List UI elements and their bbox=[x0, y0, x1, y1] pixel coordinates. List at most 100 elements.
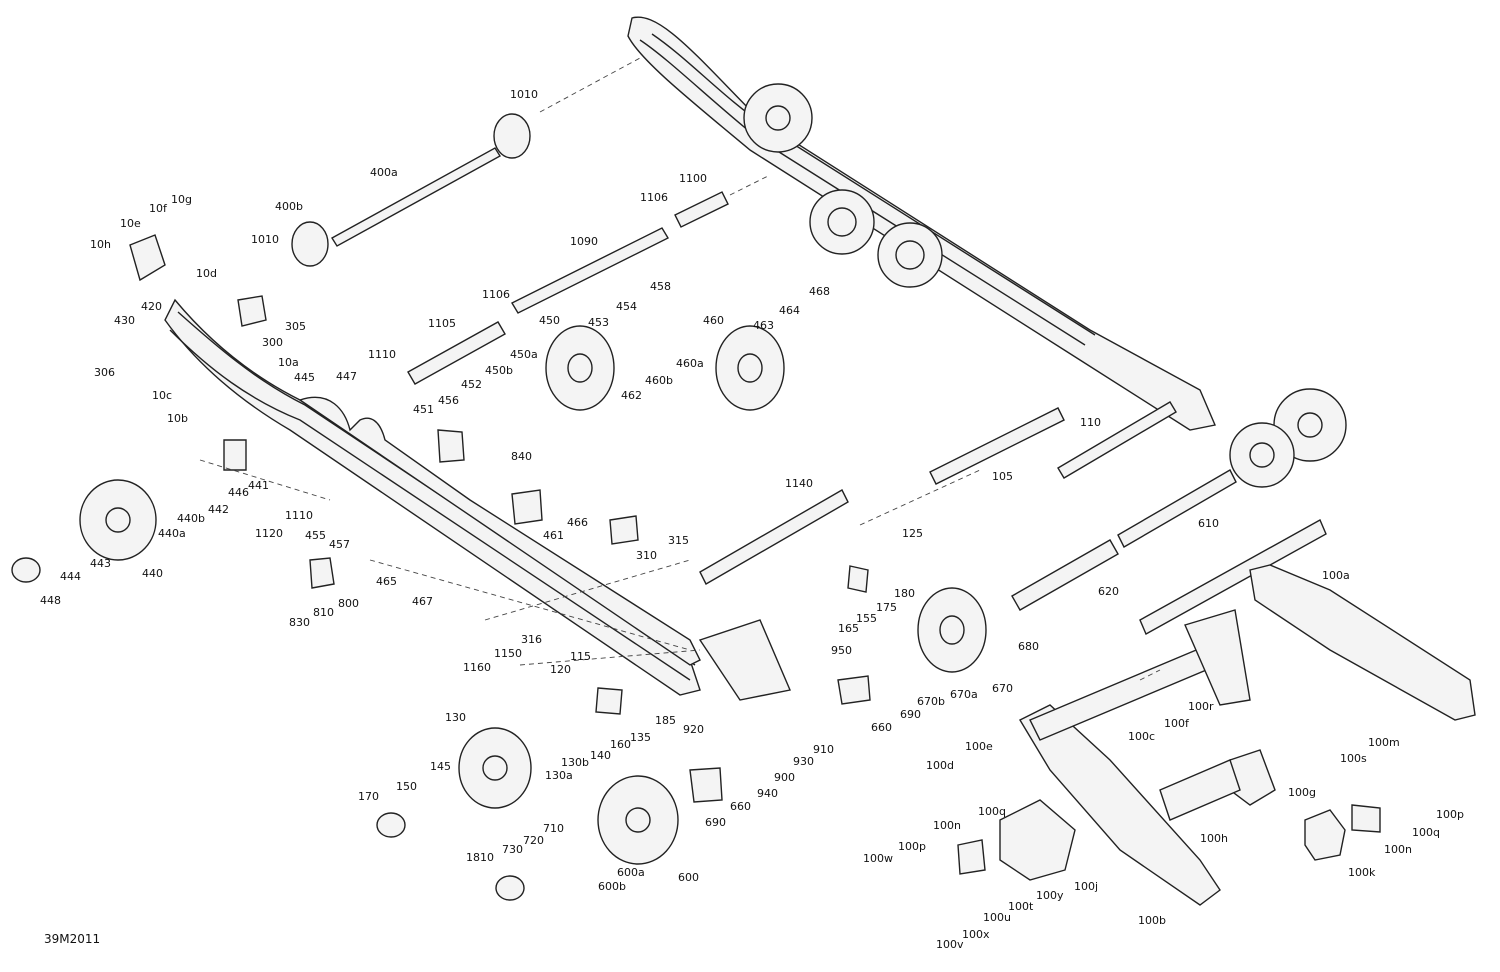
label-670b: 670b bbox=[917, 695, 945, 708]
label-462: 462 bbox=[621, 389, 642, 402]
label-100p-a: 100p bbox=[898, 840, 926, 853]
label-452: 452 bbox=[461, 378, 482, 391]
label-316: 316 bbox=[521, 633, 542, 646]
label-440a: 440a bbox=[158, 527, 186, 540]
label-458: 458 bbox=[650, 280, 671, 293]
shafts bbox=[331, 147, 1327, 635]
label-460b: 460b bbox=[645, 374, 673, 387]
label-1120: 1120 bbox=[255, 527, 283, 540]
label-450b: 450b bbox=[485, 364, 513, 377]
label-800: 800 bbox=[338, 597, 359, 610]
label-100c: 100c bbox=[1128, 730, 1155, 743]
label-446: 446 bbox=[228, 486, 249, 499]
label-100u: 100u bbox=[983, 911, 1011, 924]
label-400b: 400b bbox=[275, 200, 303, 213]
label-690-b: 690 bbox=[705, 816, 726, 829]
label-100q-b: 100q bbox=[1412, 826, 1440, 839]
label-600b: 600b bbox=[598, 880, 626, 893]
label-100x: 100x bbox=[962, 928, 990, 941]
label-100p-b: 100p bbox=[1436, 808, 1464, 821]
label-1100: 1100 bbox=[679, 172, 707, 185]
label-448: 448 bbox=[40, 594, 61, 607]
label-830: 830 bbox=[289, 616, 310, 629]
label-100h: 100h bbox=[1200, 832, 1228, 845]
label-10e: 10e bbox=[120, 217, 141, 230]
label-300: 300 bbox=[262, 336, 283, 349]
label-1160: 1160 bbox=[463, 661, 491, 674]
label-460: 460 bbox=[703, 314, 724, 327]
label-450: 450 bbox=[539, 314, 560, 327]
label-610: 610 bbox=[1198, 517, 1219, 530]
label-10a: 10a bbox=[278, 356, 299, 369]
label-180: 180 bbox=[894, 587, 915, 600]
label-100d: 100d bbox=[926, 759, 954, 772]
label-1150: 1150 bbox=[494, 647, 522, 660]
label-315: 315 bbox=[668, 534, 689, 547]
label-170: 170 bbox=[358, 790, 379, 803]
label-160: 160 bbox=[610, 738, 631, 751]
label-100n-b: 100n bbox=[1384, 843, 1412, 856]
label-1110-b: 1110 bbox=[285, 509, 313, 522]
label-920: 920 bbox=[683, 723, 704, 736]
label-100k: 100k bbox=[1348, 866, 1376, 879]
label-1106-a: 1106 bbox=[640, 191, 668, 204]
label-420: 420 bbox=[141, 300, 162, 313]
label-460a: 460a bbox=[676, 357, 704, 370]
label-155: 155 bbox=[856, 612, 877, 625]
label-463: 463 bbox=[753, 319, 774, 332]
label-1140: 1140 bbox=[785, 477, 813, 490]
label-454: 454 bbox=[616, 300, 637, 313]
label-10c: 10c bbox=[152, 389, 172, 402]
label-100j: 100j bbox=[1074, 880, 1098, 893]
label-440: 440 bbox=[142, 567, 163, 580]
label-130a: 130a bbox=[545, 769, 573, 782]
label-140: 140 bbox=[590, 749, 611, 762]
label-467: 467 bbox=[412, 595, 433, 608]
label-600: 600 bbox=[678, 871, 699, 884]
label-451: 451 bbox=[413, 403, 434, 416]
label-840: 840 bbox=[511, 450, 532, 463]
label-600a: 600a bbox=[617, 866, 645, 879]
label-680: 680 bbox=[1018, 640, 1039, 653]
label-1810: 1810 bbox=[466, 851, 494, 864]
label-10g: 10g bbox=[171, 193, 192, 206]
right-rail-wheels bbox=[743, 83, 1347, 488]
label-100v: 100v bbox=[936, 938, 964, 951]
label-105: 105 bbox=[992, 470, 1013, 483]
label-450a: 450a bbox=[510, 348, 538, 361]
label-620: 620 bbox=[1098, 585, 1119, 598]
label-465: 465 bbox=[376, 575, 397, 588]
label-457: 457 bbox=[329, 538, 350, 551]
diagram-reference-code: 39M2011 bbox=[44, 932, 100, 946]
label-135: 135 bbox=[630, 731, 651, 744]
label-453: 453 bbox=[588, 316, 609, 329]
label-1010-a: 1010 bbox=[510, 88, 538, 101]
label-100g: 100g bbox=[1288, 786, 1316, 799]
alignment-lines bbox=[199, 57, 1161, 681]
label-185: 185 bbox=[655, 714, 676, 727]
label-440b: 440b bbox=[177, 512, 205, 525]
label-910: 910 bbox=[813, 743, 834, 756]
small-hardware bbox=[11, 234, 1381, 901]
label-1010-b: 1010 bbox=[251, 233, 279, 246]
label-100a: 100a bbox=[1322, 569, 1350, 582]
large-wheels bbox=[79, 113, 987, 865]
label-442: 442 bbox=[208, 503, 229, 516]
label-310: 310 bbox=[636, 549, 657, 562]
label-455: 455 bbox=[305, 529, 326, 542]
label-456: 456 bbox=[438, 394, 459, 407]
label-100m: 100m bbox=[1368, 736, 1400, 749]
label-10h: 10h bbox=[90, 238, 111, 251]
label-100b: 100b bbox=[1138, 914, 1166, 927]
label-100s: 100s bbox=[1340, 752, 1367, 765]
label-100f: 100f bbox=[1164, 717, 1190, 730]
label-10b: 10b bbox=[167, 412, 188, 425]
label-110: 110 bbox=[1080, 416, 1101, 429]
label-710: 710 bbox=[543, 822, 564, 835]
label-145: 145 bbox=[430, 760, 451, 773]
label-660-b: 660 bbox=[730, 800, 751, 813]
label-400a: 400a bbox=[370, 166, 398, 179]
label-1110-a: 1110 bbox=[368, 348, 396, 361]
label-305: 305 bbox=[285, 320, 306, 333]
label-100t: 100t bbox=[1008, 900, 1034, 913]
